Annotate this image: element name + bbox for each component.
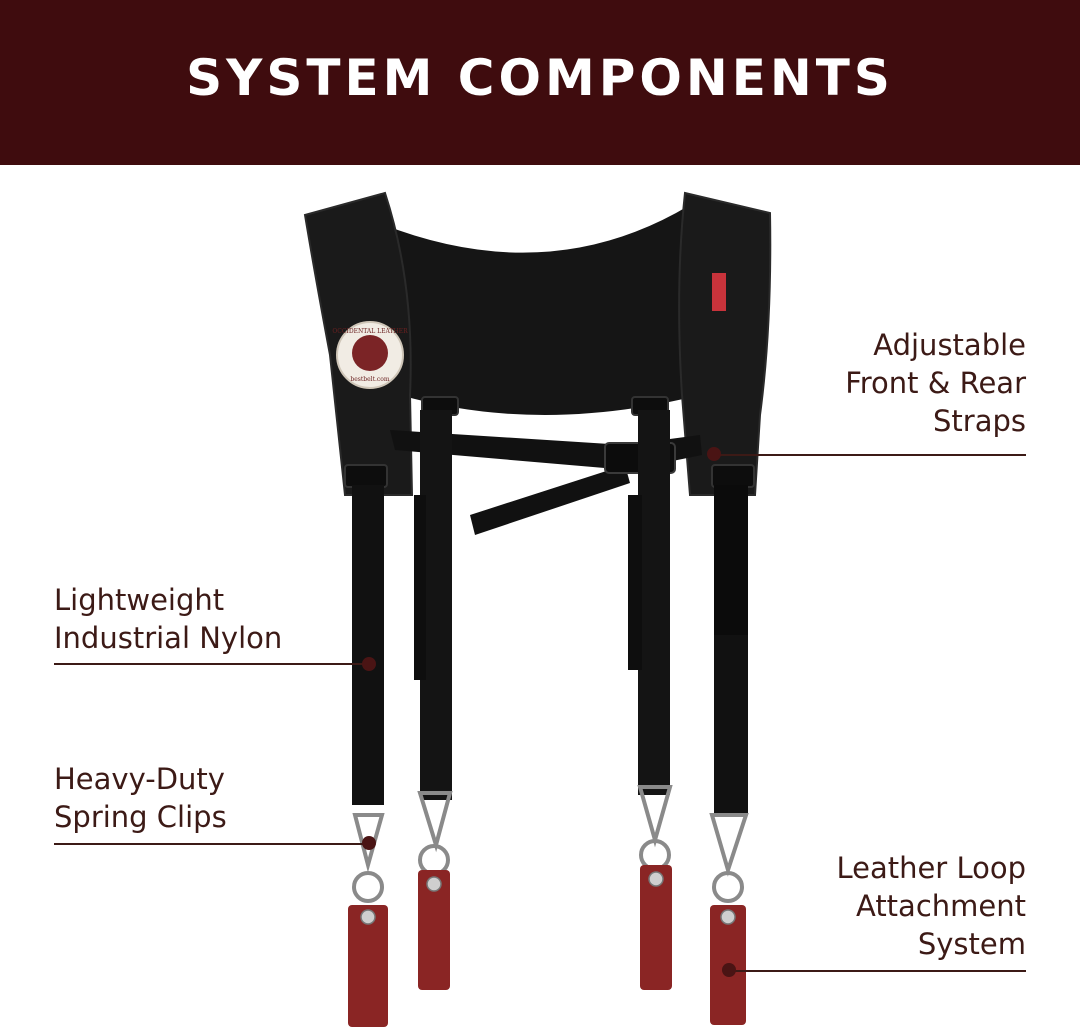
strap-rear-right (638, 410, 670, 795)
leather-loop-1 (348, 905, 388, 1027)
page-title: SYSTEM COMPONENTS (186, 48, 894, 107)
leader-dot-adjustable (707, 447, 721, 461)
svg-text:OCCIDENTAL LEATHER: OCCIDENTAL LEATHER (332, 328, 408, 335)
yoke-back-panel (360, 205, 700, 415)
callout-nylon: Lightweight Industrial Nylon (54, 583, 283, 655)
leader-dot-clips (362, 836, 376, 850)
leader-line-adjustable (712, 454, 1026, 456)
leather-loop-3 (640, 865, 672, 990)
header-banner: SYSTEM COMPONENTS (0, 0, 1080, 165)
callout-adjustable-straps: Adjustable Front & Rear Straps (845, 328, 1026, 438)
callout-spring-clips: Heavy-Duty Spring Clips (54, 762, 227, 834)
callout-leather-loops: Leather Loop Attachment System (836, 851, 1026, 961)
suspender-harness-image: OCCIDENTAL LEATHER bestbelt.com (303, 191, 772, 1027)
brand-badge: OCCIDENTAL LEATHER bestbelt.com (332, 321, 408, 389)
leader-line-clips (54, 843, 372, 845)
leader-dot-nylon (362, 657, 376, 671)
strap-front-left (352, 485, 384, 805)
svg-text:bestbelt.com: bestbelt.com (350, 376, 389, 383)
leader-line-nylon (54, 663, 372, 665)
red-brand-tag (712, 273, 726, 311)
leader-line-leather (730, 970, 1026, 972)
leader-dot-leather (722, 963, 736, 977)
right-shoulder-pad (678, 191, 772, 496)
chest-strap-tail (470, 465, 630, 535)
leather-loop-2 (418, 870, 450, 990)
